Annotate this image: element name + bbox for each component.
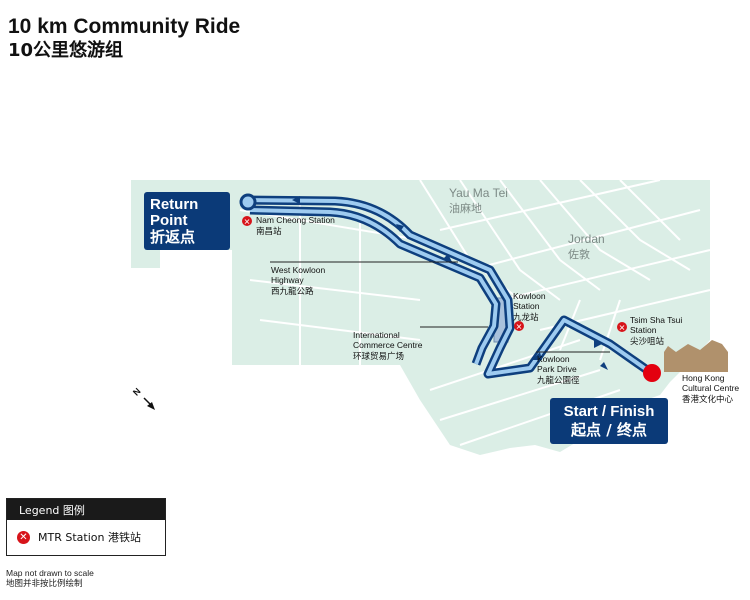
tsim-sha-tsui-label: Tsim Sha Tsui [630, 315, 682, 325]
scale-note-zh: 地图并非按比例绘制 [6, 579, 83, 589]
legend: Legend 图例 ✕ MTR Station 港铁站 [6, 498, 166, 556]
legend-title: Legend 图例 [7, 499, 165, 520]
direction-arrows [292, 196, 608, 370]
kowloon-park-drive-label: Kowloon [537, 354, 570, 364]
kowloon-park-drive-label-zh: 九龍公園徑 [537, 375, 580, 386]
yau-ma-tei-label: Yau Ma Tei [449, 186, 508, 200]
land-cutout [131, 268, 160, 365]
land-area [131, 180, 710, 455]
cultural-centre-label: Hong Kong [682, 373, 725, 383]
mtr-station-icon: ✕ [242, 216, 252, 227]
leader-lines [270, 261, 610, 353]
return-point-callout: Return Point 折返点 [144, 192, 230, 250]
svg-text:N: N [131, 386, 143, 398]
icc-label: International [353, 330, 400, 340]
kowloon-station-label: Station [513, 301, 540, 311]
return-point-text: Return [150, 196, 199, 213]
start-finish-marker [643, 364, 661, 382]
yau-ma-tei-label-zh: 油麻地 [449, 201, 482, 215]
scale-note: Map not drawn to scale 地图并非按比例绘制 [6, 568, 94, 590]
nam-cheong-label-zh: 南昌站 [256, 226, 282, 237]
land-cutout [160, 250, 232, 365]
kowloon-station-label: Kowloon [513, 291, 546, 301]
cultural-centre-shape [664, 340, 728, 372]
return-point-text-zh: 折返点 [150, 228, 196, 246]
cultural-centre-label-zh: 香港文化中心 [682, 394, 734, 405]
legend-item-mtr: ✕ MTR Station 港铁站 [7, 520, 165, 554]
mtr-station-icon: ✕ [617, 322, 627, 333]
route-line [247, 198, 652, 376]
wk-highway-label: West Kowloon [271, 265, 325, 275]
scale-note-en: Map not drawn to scale [6, 568, 94, 578]
icc-label-zh: 环球贸易广场 [353, 351, 404, 362]
title-en: 10 km Community Ride [8, 15, 241, 38]
route-line-return-inner [249, 208, 498, 365]
map-title: 10 km Community Ride 10公里悠游组 [8, 14, 240, 62]
kowloon-park-drive-label: Park Drive [537, 364, 577, 374]
jordan-label: Jordan [568, 232, 605, 246]
start-finish-callout: Start / Finish 起点 / 终点 [550, 398, 668, 444]
return-point-text: Point [150, 212, 188, 229]
icc-label: Commerce Centre [353, 340, 423, 350]
mtr-station-icon: ✕ [17, 530, 30, 544]
nam-cheong-label: Nam Cheong Station [256, 215, 335, 225]
svg-text:✕: ✕ [244, 218, 251, 227]
kowloon-station-label-zh: 九龙站 [513, 312, 539, 323]
wk-highway-label-zh: 西九龍公路 [271, 286, 314, 297]
cultural-centre-label: Cultural Centre [682, 383, 739, 393]
north-arrow-icon: N [131, 386, 155, 410]
legend-mtr-label: MTR Station 港铁站 [38, 531, 141, 544]
svg-text:✕: ✕ [516, 323, 523, 332]
title-zh: 10公里悠游组 [8, 40, 124, 61]
jordan-label-zh: 佐敦 [568, 247, 590, 261]
start-finish-text-zh: 起点 / 终点 [571, 421, 647, 439]
svg-text:✕: ✕ [619, 324, 626, 333]
mtr-station-icon: ✕ [514, 321, 524, 332]
start-finish-text: Start / Finish [563, 403, 655, 420]
return-point-marker [239, 193, 257, 211]
tsim-sha-tsui-label-zh: 尖沙咀站 [630, 336, 665, 347]
wk-highway-label: Highway [271, 275, 304, 285]
tsim-sha-tsui-label: Station [630, 325, 657, 335]
